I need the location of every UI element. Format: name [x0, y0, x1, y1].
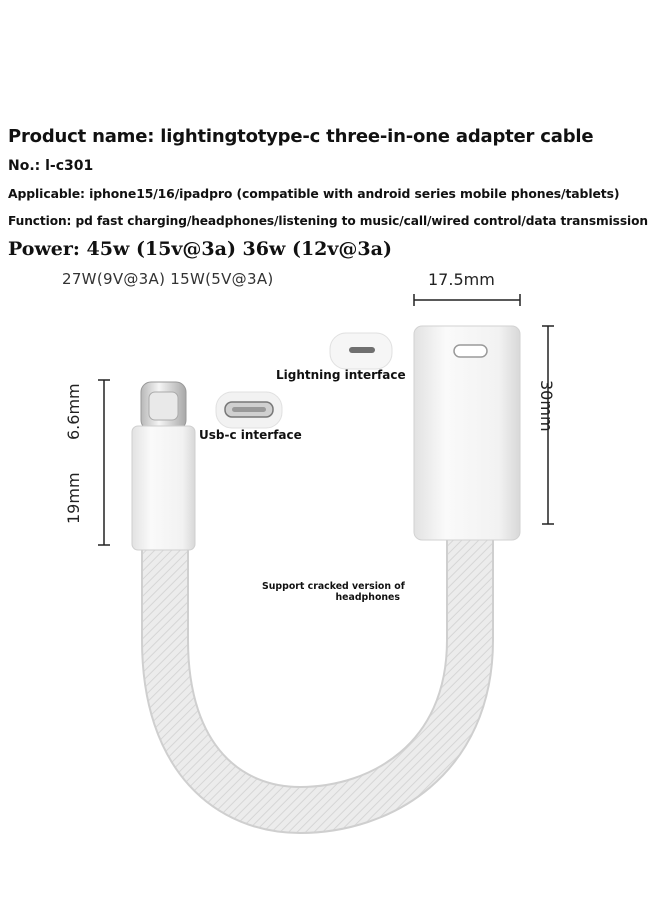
power-rating: Power: 45w (15v@3a) 36w (12v@3a) — [8, 238, 392, 260]
applicable-devices: Applicable: iphone15/16/ipadpro (compati… — [8, 186, 620, 201]
cracked-note-line1: Support cracked version of — [262, 581, 405, 592]
dimension-lines — [98, 294, 554, 546]
dimension-plug: 6.6mm — [64, 383, 83, 440]
dimension-housing: 19mm — [64, 472, 83, 524]
cracked-headphones-note: Support cracked version of headphones — [262, 581, 405, 603]
function-list: Function: pd fast charging/headphones/li… — [8, 214, 648, 228]
cracked-note-line2: headphones — [335, 592, 400, 603]
lightning-port-inset — [329, 332, 393, 370]
product-name: Product name: lightingtotype-c three-in-… — [8, 126, 594, 147]
power-rating-secondary: 27W(9V@3A) 15W(5V@3A) — [62, 270, 274, 288]
model-number: No.: l-c301 — [8, 158, 94, 174]
usbc-port-inset — [215, 391, 283, 429]
lightning-interface-label: Lightning interface — [276, 368, 406, 382]
usbc-interface-label: Usb-c interface — [199, 428, 302, 442]
dimension-length: 30mm — [537, 380, 556, 432]
usbc-plug — [131, 381, 196, 551]
dimension-width: 17.5mm — [428, 270, 495, 289]
lightning-housing — [413, 325, 521, 541]
braided-cable — [141, 511, 494, 835]
